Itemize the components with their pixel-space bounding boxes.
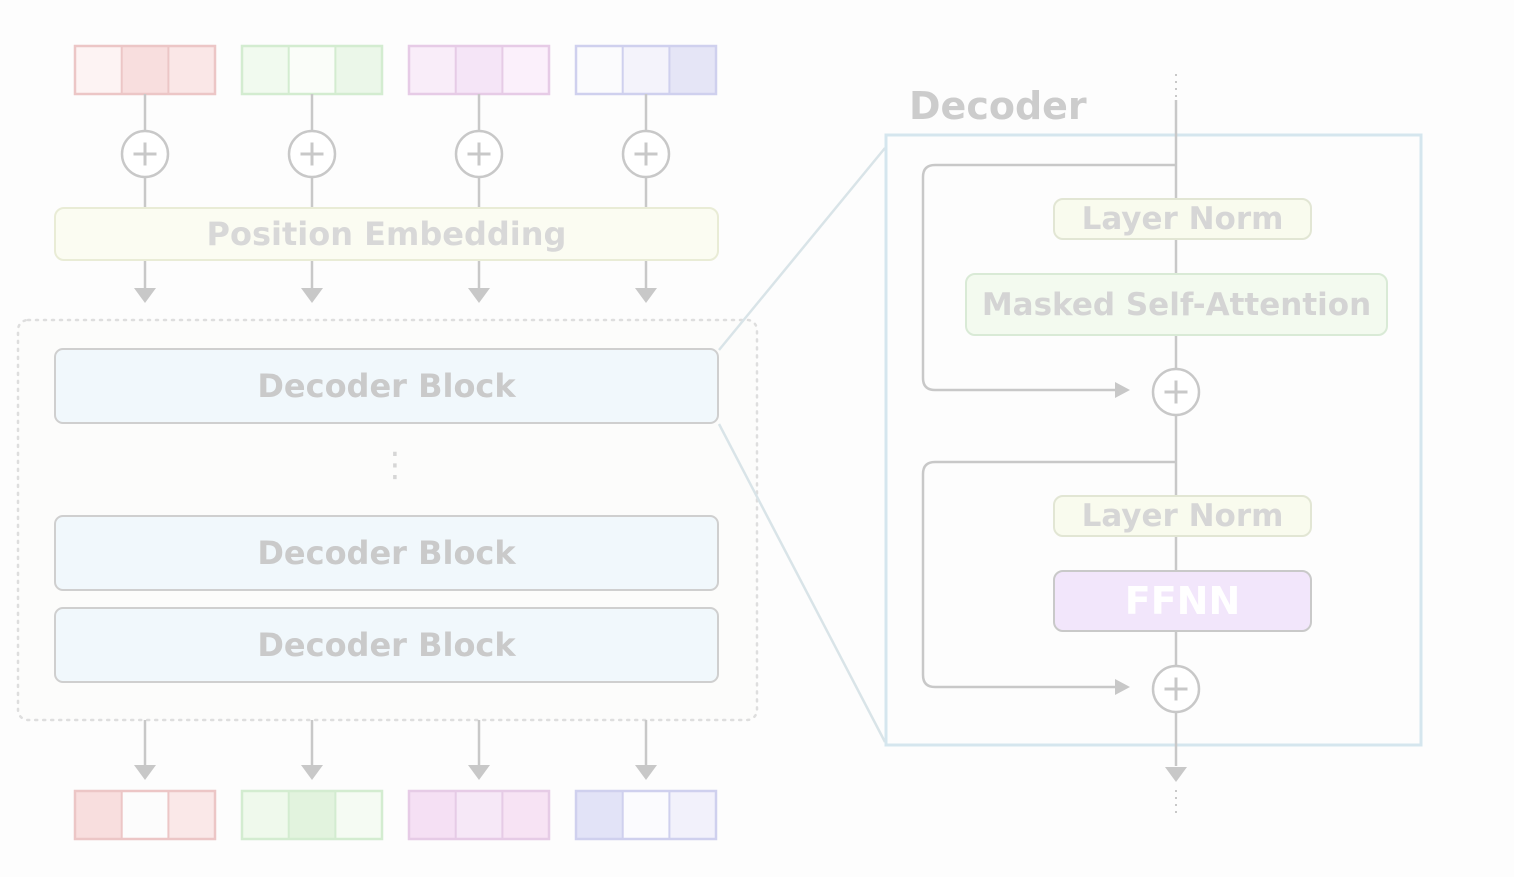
output-token-4-frame bbox=[574, 789, 718, 841]
layer-norm-1: Layer Norm bbox=[1053, 198, 1312, 240]
stack-to-output-arrow-1 bbox=[134, 765, 156, 780]
embedding-to-stack-arrow-4 bbox=[635, 288, 657, 303]
input-token-4-cell-1 bbox=[576, 46, 623, 94]
output-token-4-cell-2 bbox=[622, 791, 670, 839]
output-token-2-cell-1 bbox=[242, 791, 289, 839]
decoder-title: Decoder bbox=[909, 84, 1087, 128]
input-token-1-cell-3 bbox=[168, 46, 216, 94]
decoder-block-3: Decoder Block bbox=[54, 607, 719, 683]
input-token-1-cell-1 bbox=[75, 46, 122, 94]
output-token-1-cell-3 bbox=[168, 791, 216, 839]
input-token-3-cell-1 bbox=[409, 46, 456, 94]
decoder-block-2: Decoder Block bbox=[54, 515, 719, 591]
ffnn-box: FFNN bbox=[1053, 570, 1312, 632]
output-token-4-cell-3 bbox=[669, 791, 717, 839]
residual-skip-2 bbox=[921, 460, 1176, 689]
output-token-3-cell-1 bbox=[409, 791, 456, 839]
output-token-2-cell-3 bbox=[335, 791, 383, 839]
input-token-2-cell-3 bbox=[335, 46, 383, 94]
input-token-4-cell-3 bbox=[669, 46, 717, 94]
input-token-4-cell-2 bbox=[622, 46, 670, 94]
output-arrow bbox=[1165, 767, 1187, 782]
masked-self-attention-box: Masked Self-Attention bbox=[965, 273, 1388, 336]
embedding-to-stack-arrow-2 bbox=[301, 288, 323, 303]
decoder-detail-frame bbox=[884, 133, 1423, 747]
decoder-block-1: Decoder Block bbox=[54, 348, 719, 424]
residual-skip-1-arrow bbox=[1115, 382, 1130, 398]
input-token-3-cell-2 bbox=[455, 46, 503, 94]
embedding-to-stack-arrow-3 bbox=[468, 288, 490, 303]
output-token-2-frame bbox=[240, 789, 384, 841]
output-token-3-cell-3 bbox=[502, 791, 550, 839]
output-token-3-cell-2 bbox=[455, 791, 503, 839]
output-token-1-cell-1 bbox=[75, 791, 122, 839]
output-token-2-cell-2 bbox=[288, 791, 336, 839]
embedding-to-stack-arrow-1 bbox=[134, 288, 156, 303]
output-token-4-cell-1 bbox=[576, 791, 623, 839]
output-token-3-frame bbox=[407, 789, 551, 841]
residual-skip-1 bbox=[921, 163, 1176, 392]
residual-skip-2-arrow bbox=[1115, 679, 1130, 695]
stack-to-output-arrow-4 bbox=[635, 765, 657, 780]
layer-norm-2: Layer Norm bbox=[1053, 495, 1312, 537]
output-token-1-cell-2 bbox=[121, 791, 169, 839]
stack-to-output-arrow-2 bbox=[301, 765, 323, 780]
input-token-2-cell-1 bbox=[242, 46, 289, 94]
stack-to-output-arrow-3 bbox=[468, 765, 490, 780]
zoom-line-top bbox=[718, 147, 886, 351]
output-token-1-frame bbox=[73, 789, 217, 841]
input-token-3-cell-3 bbox=[502, 46, 550, 94]
input-token-1-cell-2 bbox=[121, 46, 169, 94]
input-token-2-cell-2 bbox=[288, 46, 336, 94]
position-embedding-box: Position Embedding bbox=[54, 207, 719, 261]
zoom-line-bottom bbox=[717, 423, 887, 743]
ellipsis-vertical: ⋮ bbox=[378, 445, 412, 485]
